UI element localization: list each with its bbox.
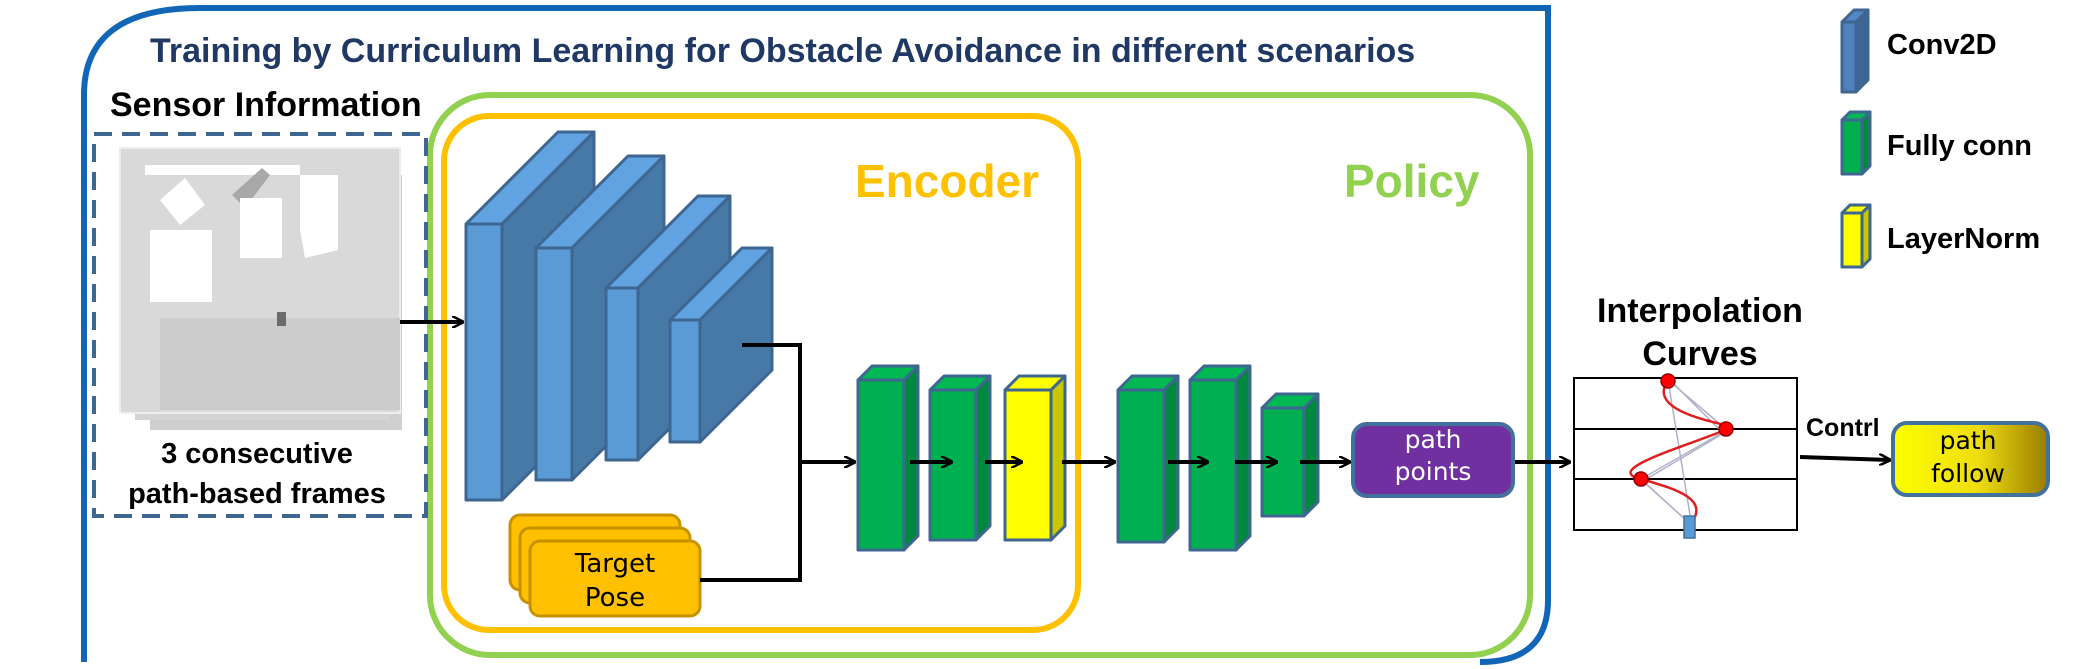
path-follow-line2: follow bbox=[1931, 459, 2005, 488]
legend: Conv2D Fully conn LayerNorm bbox=[1840, 8, 2040, 269]
sensor-caption-line2: path-based frames bbox=[128, 478, 386, 510]
target-pose-box bbox=[508, 513, 702, 618]
interpolation-plot bbox=[1573, 373, 1798, 539]
arrow-control bbox=[1799, 457, 1890, 460]
encoder-fc-2 bbox=[928, 374, 992, 542]
conv-layer-4 bbox=[668, 246, 774, 444]
sensor-caption-line1: 3 consecutive bbox=[161, 438, 353, 470]
path-points-box bbox=[1351, 422, 1515, 498]
encoder-frame bbox=[441, 113, 1081, 633]
legend-label-fully-conn: Fully conn bbox=[1887, 130, 2032, 162]
encoder-layernorm bbox=[1003, 374, 1067, 542]
interpolation-title-line2: Curves bbox=[1642, 335, 1757, 373]
policy-frame bbox=[427, 92, 1533, 658]
control-label: Contrl bbox=[1806, 414, 1880, 442]
sensor-frames-image bbox=[119, 147, 402, 430]
flow-arrows bbox=[400, 322, 1890, 582]
legend-icon-conv2d bbox=[1840, 8, 1870, 94]
policy-fc-2 bbox=[1188, 364, 1252, 552]
encoder-fc-1 bbox=[856, 364, 920, 552]
policy-fc-1 bbox=[1116, 374, 1180, 544]
legend-icon-layernorm bbox=[1840, 203, 1872, 269]
policy-label: Policy bbox=[1344, 155, 1480, 207]
training-frame bbox=[81, 5, 1551, 665]
encoder-label: Encoder bbox=[855, 155, 1039, 207]
target-pose-line2: Pose bbox=[585, 583, 645, 613]
diagram-title: Training by Curriculum Learning for Obst… bbox=[150, 32, 1415, 70]
policy-fc-3 bbox=[1260, 392, 1320, 518]
target-pose-line1: Target bbox=[574, 549, 655, 579]
interpolation-title-line1: Interpolation bbox=[1597, 292, 1803, 330]
legend-icon-fully-conn bbox=[1840, 110, 1872, 176]
path-follow-line1: path bbox=[1940, 426, 1997, 455]
sensor-frame bbox=[92, 132, 428, 518]
legend-label-layernorm: LayerNorm bbox=[1887, 223, 2040, 255]
path-points-line2: points bbox=[1395, 457, 1472, 486]
sensor-heading: Sensor Information bbox=[110, 86, 422, 124]
path-follow-box bbox=[1891, 421, 2050, 497]
legend-label-conv2d: Conv2D bbox=[1887, 29, 1997, 61]
path-points-line1: path bbox=[1405, 425, 1462, 454]
